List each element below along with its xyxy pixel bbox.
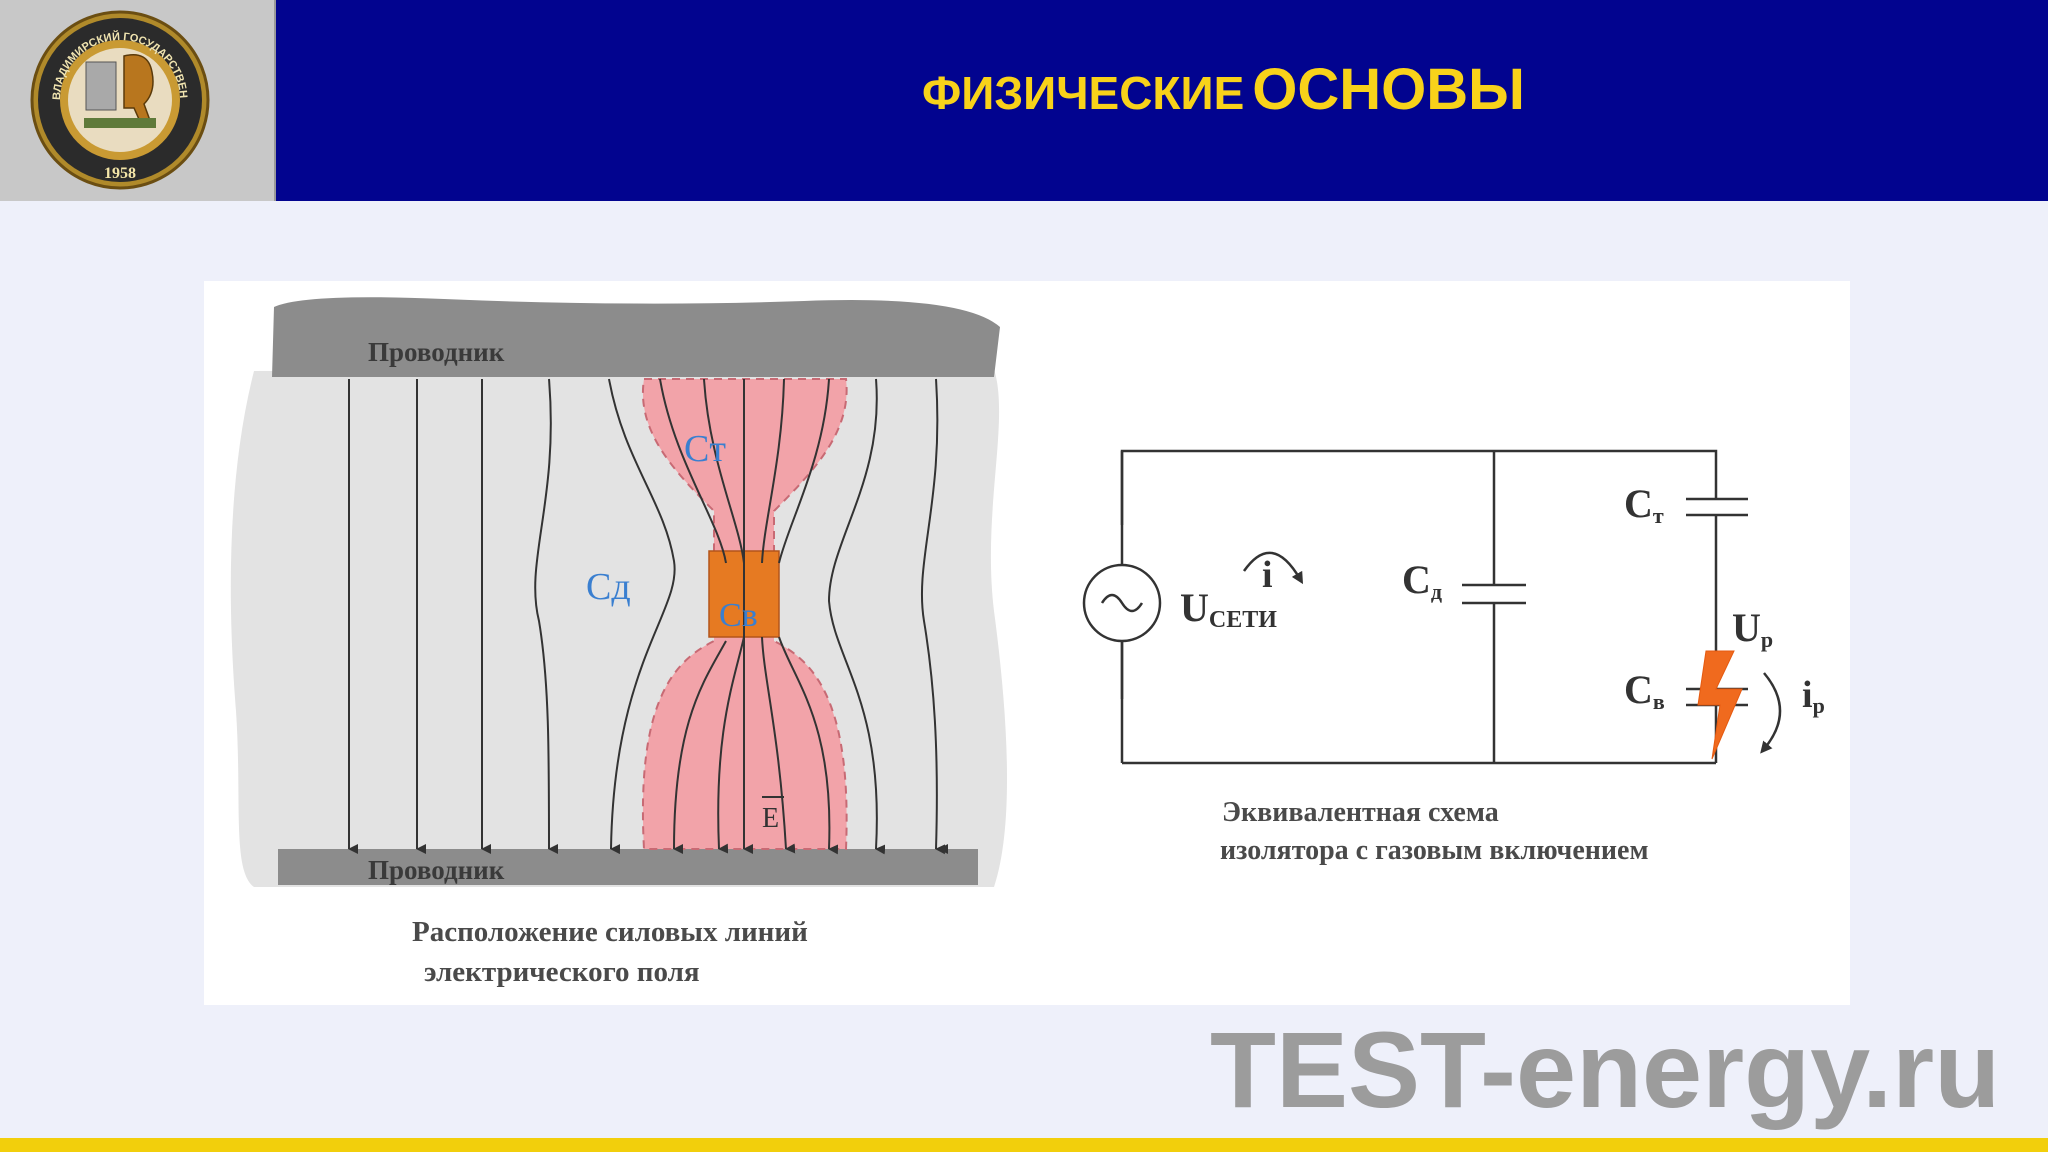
label-u-sub: СЕТИ — [1209, 607, 1277, 633]
field-caption-line1: Расположение силовых линий — [412, 916, 808, 948]
current-arrow-i — [1242, 551, 1304, 585]
field-caption-line2: электрического поля — [424, 956, 700, 988]
watermark-text: TEST-energy.ru — [1210, 1009, 2001, 1130]
cd-main: C — [1402, 557, 1431, 602]
field-line — [920, 378, 946, 855]
field-lines — [348, 378, 948, 855]
circuit-labels: UСЕТИ i Cд Cт Uр Cв iр Эквивалентная схе… — [1180, 481, 1825, 866]
field-line — [659, 378, 727, 849]
label-cd-circuit: Cд — [1402, 557, 1442, 604]
dielectric-body — [230, 369, 1008, 887]
up-sub: р — [1761, 627, 1773, 652]
current-arrow-ip — [1760, 672, 1782, 754]
header-bar: ВЛАДИМИРСКИЙ ГОСУДАРСТВЕННЫЙ УНИВЕРСИТЕТ… — [0, 0, 2048, 201]
label-cv-circuit: Cв — [1624, 667, 1665, 714]
ct-sub: т — [1653, 503, 1664, 528]
label-ip: iр — [1802, 674, 1825, 718]
cd-sub: д — [1431, 579, 1442, 604]
label-cv: Cв — [719, 597, 758, 634]
label-up: Uр — [1732, 605, 1773, 652]
up-main: U — [1732, 605, 1761, 650]
title-part2: ОСНОВЫ — [1252, 57, 1525, 122]
cv-sub: в — [1653, 689, 1665, 714]
field-line — [761, 378, 786, 849]
field-line — [608, 378, 676, 855]
label-cd: Cд — [586, 566, 631, 608]
label-u-main: U — [1180, 585, 1209, 630]
field-line — [534, 378, 559, 854]
field-line — [827, 378, 886, 855]
discharge-spark-icon — [1697, 650, 1743, 760]
field-diagram: Проводник Проводник Cт Cд Cв E Расположе… — [230, 297, 1008, 988]
bottom-accent-bar — [0, 1138, 2048, 1152]
conductor-bottom-label: Проводник — [368, 855, 505, 885]
circuit-caption-line2: изолятора с газовым включением — [1220, 835, 1649, 866]
ip-sub: р — [1813, 693, 1825, 718]
conductor-top-label: Проводник — [368, 337, 505, 367]
field-line — [778, 378, 829, 849]
circuit-diagram — [1082, 449, 1782, 765]
ip-main: i — [1802, 674, 1813, 716]
label-u-network: UСЕТИ — [1180, 585, 1277, 633]
title-part1: ФИЗИЧЕСКИЕ — [922, 67, 1245, 119]
conductor-bottom-plate — [278, 849, 978, 885]
ac-source-wave — [1100, 593, 1144, 613]
ct-main: C — [1624, 481, 1653, 526]
logo-year: 1958 — [104, 165, 136, 182]
cv-main: C — [1624, 667, 1653, 712]
circuit-caption-line1: Эквивалентная схема — [1222, 797, 1499, 828]
university-logo: ВЛАДИМИРСКИЙ ГОСУДАРСТВЕННЫЙ УНИВЕРСИТЕТ… — [0, 0, 276, 201]
label-ct-circuit: Cт — [1624, 481, 1664, 528]
diagram-panel: Проводник Проводник Cт Cд Cв E Расположе… — [204, 281, 1850, 1005]
label-e: E — [762, 803, 779, 834]
conductor-top-plate — [272, 297, 1000, 377]
label-i: i — [1262, 554, 1273, 596]
field-line — [703, 378, 745, 849]
label-ct: Cт — [684, 428, 726, 470]
